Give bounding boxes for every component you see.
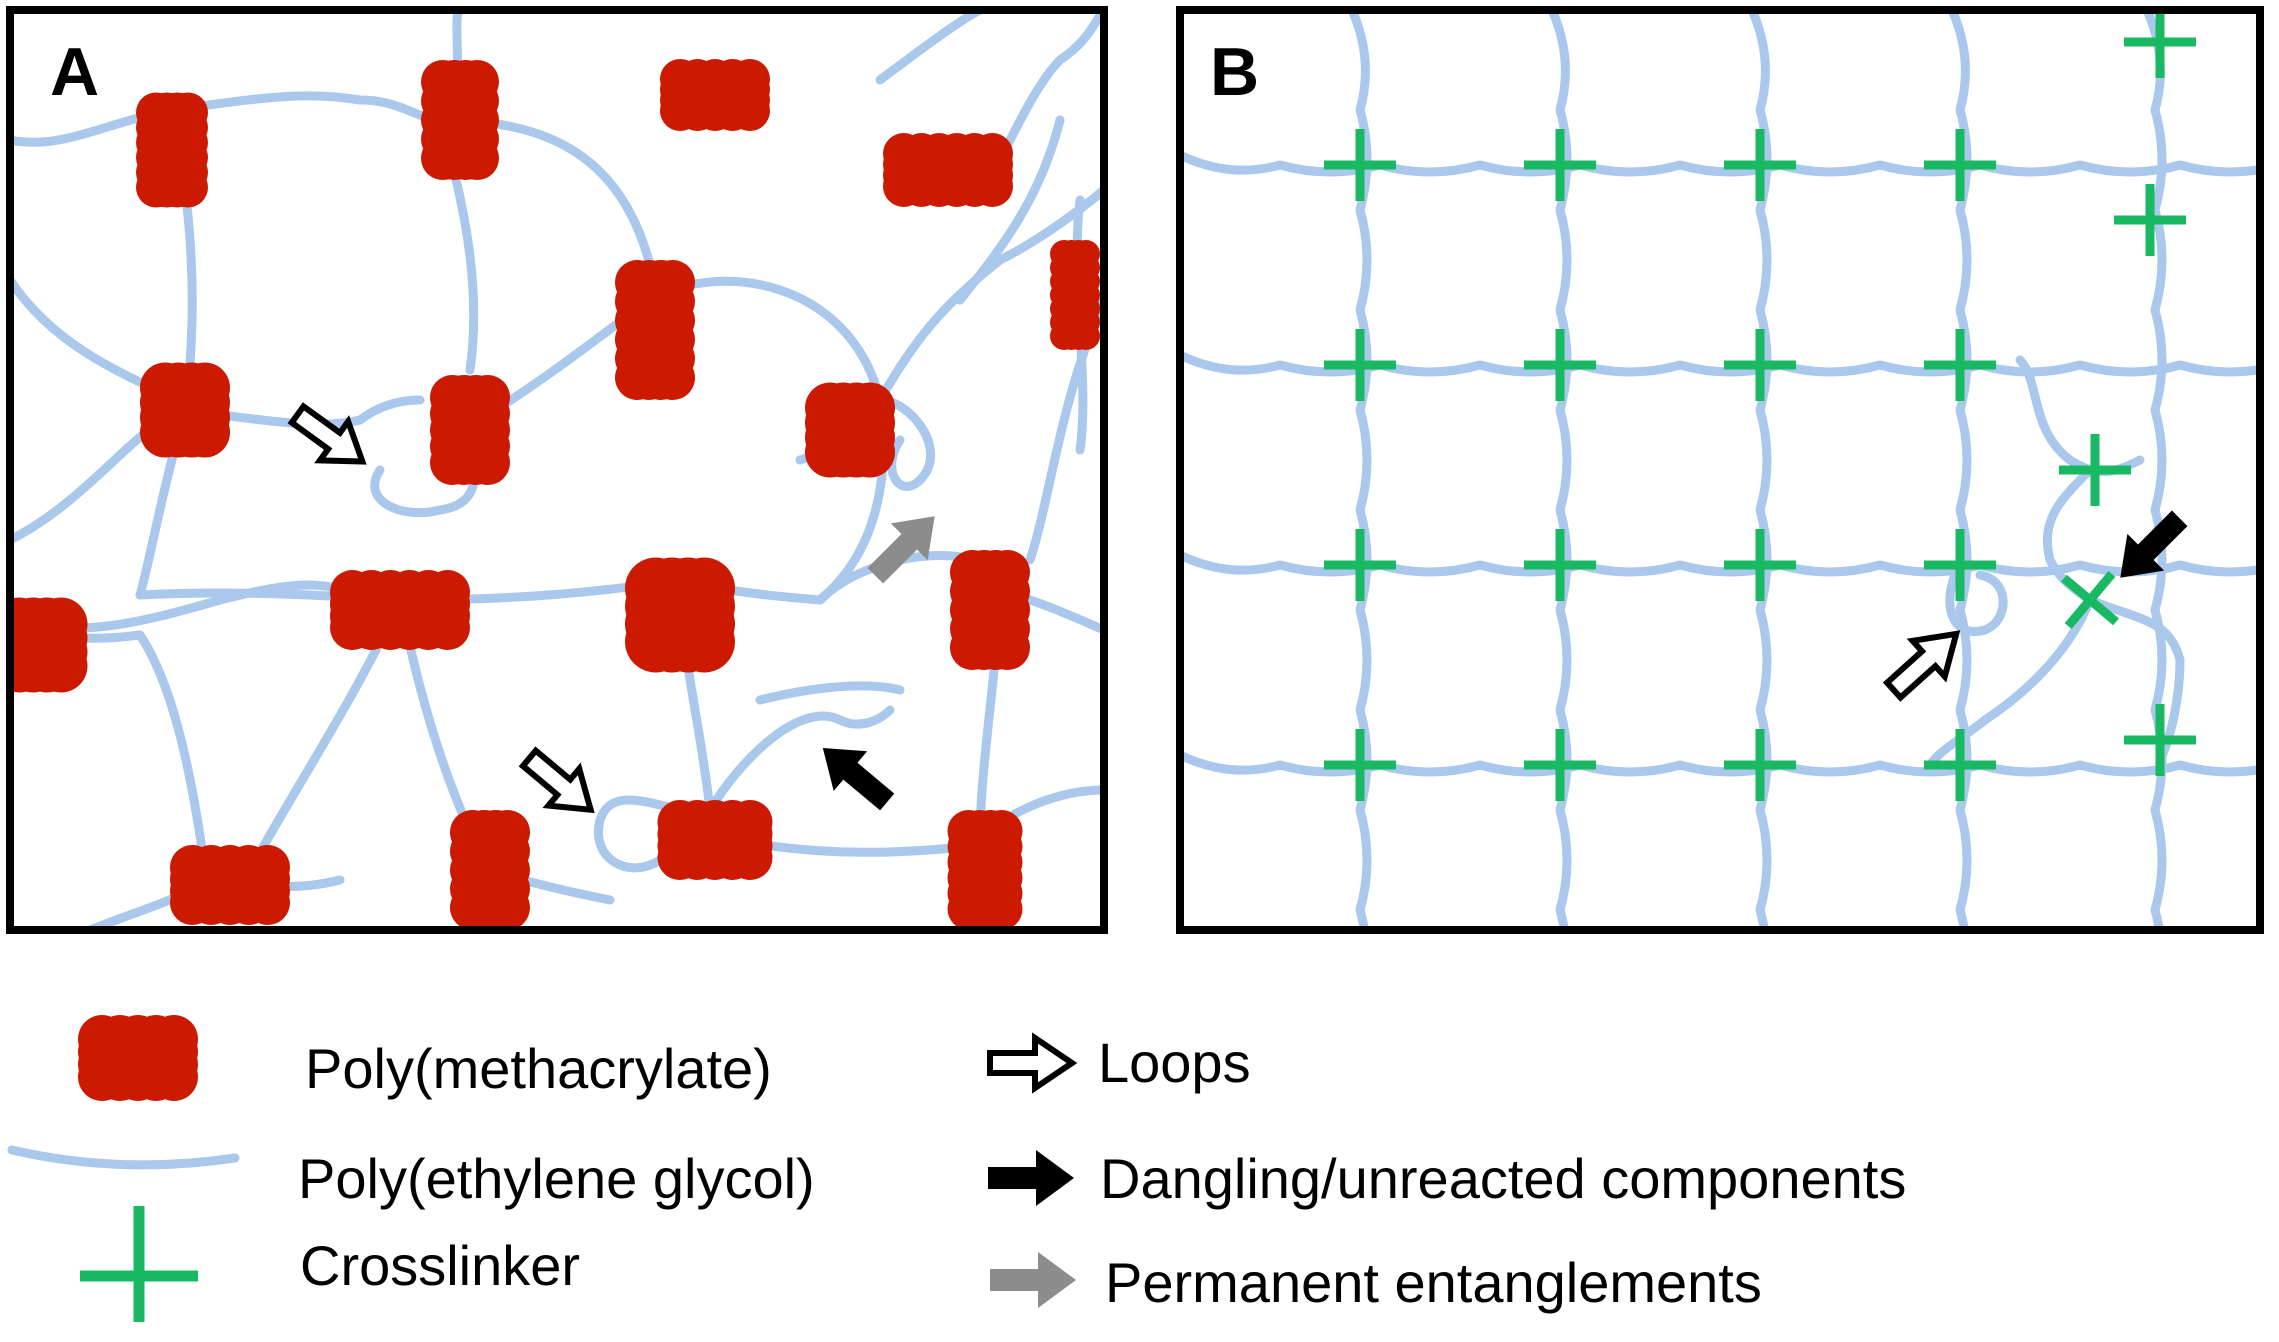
polymethacrylate-cluster [947,810,1023,930]
panel-b-arrows [1882,510,2188,702]
polymethacrylate-cluster [1050,240,1100,350]
peg-chain [1025,595,1104,635]
polymethacrylate-cluster [170,845,290,925]
legend-label-polymethacrylate: Poly(methacrylate) [305,1037,772,1100]
panel-a-frame [6,6,1108,934]
peg-chain [995,185,1104,265]
panel-b: B [1176,6,2264,934]
panel-b-frame [1176,6,2264,934]
crosslinker [1724,129,1796,201]
crosslinker [1924,529,1996,601]
crosslinker [1324,529,1396,601]
legend-label-loops: Loops [1098,1031,1251,1094]
peg-chain [165,10,465,125]
legend-label-peg: Poly(ethylene glycol) [298,1147,815,1210]
peg-chain-col [1347,10,1372,930]
polymethacrylate-clusters [10,59,1100,930]
peg-chain-col [1747,10,1772,930]
gray-arrow-icon [990,1252,1076,1308]
legend: Poly(methacrylate) Poly(ethylene glycol)… [7,1014,1906,1322]
legend-item-peg: Poly(ethylene glycol) [7,1145,815,1210]
panel-b-letter: B [1210,34,1259,110]
peg-chain-col [2142,10,2167,930]
peg-chain-col [1947,10,1972,930]
peg-chain [875,10,985,85]
red-cluster-icon [78,1014,198,1102]
legend-item-polymethacrylate: Poly(methacrylate) [78,1014,772,1102]
legend-item-loops: Loops [987,1031,1251,1094]
blue-curve-icon [7,1145,240,1170]
loop-arrow-b [1882,630,1961,702]
loop-arrow-a2 [518,746,595,814]
panel-a-network [10,10,1104,930]
polymethacrylate-cluster [136,92,208,208]
crosslinker [1924,329,1996,401]
entanglement-arrow-a [867,516,935,584]
legend-label-dangling: Dangling/unreacted components [1100,1147,1906,1210]
hollow-arrow-icon [987,1032,1078,1094]
peg-chain-irregular [2015,355,2145,477]
crosslinker [2124,704,2196,776]
crosslinker-dangling [2061,571,2119,629]
panel-a: A [6,6,1108,934]
peg-chain [875,255,1005,405]
crosslinker [2114,184,2186,256]
crosslinker [1524,329,1596,401]
crosslinker [2124,10,2196,78]
peg-chain [594,795,685,873]
crosslinker [1524,129,1596,201]
polymethacrylate-cluster [660,59,771,131]
legend-item-dangling: Dangling/unreacted components [988,1147,1906,1210]
green-cross-icon [80,1206,198,1322]
polymethacrylate-cluster [950,550,1030,670]
polymethacrylate-cluster [625,557,735,673]
legend-label-crosslinker: Crosslinker [300,1234,580,1297]
panel-a-arrows [287,402,935,814]
polymethacrylate-cluster [450,810,530,930]
polymethacrylate-cluster [883,133,1014,207]
peg-chain [705,705,895,815]
crosslinker [1724,329,1796,401]
polymethacrylate-cluster [421,59,499,180]
crosslinker [1524,729,1596,801]
legend-item-crosslinker: Crosslinker [80,1206,580,1322]
crosslinker [1724,729,1796,801]
peg-chain [875,395,936,491]
crosslinker [1924,729,1996,801]
peg-chain [995,10,1104,165]
peg-chain-col [1547,10,1572,930]
crosslinker [1724,529,1796,601]
crosslinker [1324,129,1396,201]
crosslinkers [1324,10,2196,801]
polymethacrylate-cluster [140,362,230,458]
crosslinker [2059,434,2131,506]
polymethacrylate-cluster [78,1014,198,1102]
dangling-arrow-b [2120,510,2188,578]
peg-chain [955,115,1065,305]
dangling-arrow-a [822,748,895,811]
crosslinker [1524,529,1596,601]
peg-chain [135,630,210,875]
legend-label-entanglements: Permanent entanglements [1105,1251,1762,1314]
polymethacrylate-cluster [10,597,88,693]
polymethacrylate-cluster [805,382,895,478]
polymethacrylate-cluster [615,260,695,400]
peg-chain-irregular [1945,560,2008,637]
peg-chains-b [1180,10,2260,930]
panel-a-letter: A [50,34,99,110]
polymethacrylate-cluster [657,800,773,880]
legend-item-entanglements: Permanent entanglements [990,1251,1762,1314]
peg-chain-irregular [2085,595,2185,765]
peg-chain [755,681,905,705]
panel-b-network [1180,10,2260,930]
peg-chain-irregular [1925,595,2095,770]
polymethacrylate-cluster [430,375,510,485]
crosslinker [1324,329,1396,401]
crosslinker [1324,729,1396,801]
black-arrow-icon [988,1150,1074,1206]
loop-arrow-a1 [287,402,367,465]
crosslinker [1924,129,1996,201]
polymethacrylate-cluster [330,570,470,650]
